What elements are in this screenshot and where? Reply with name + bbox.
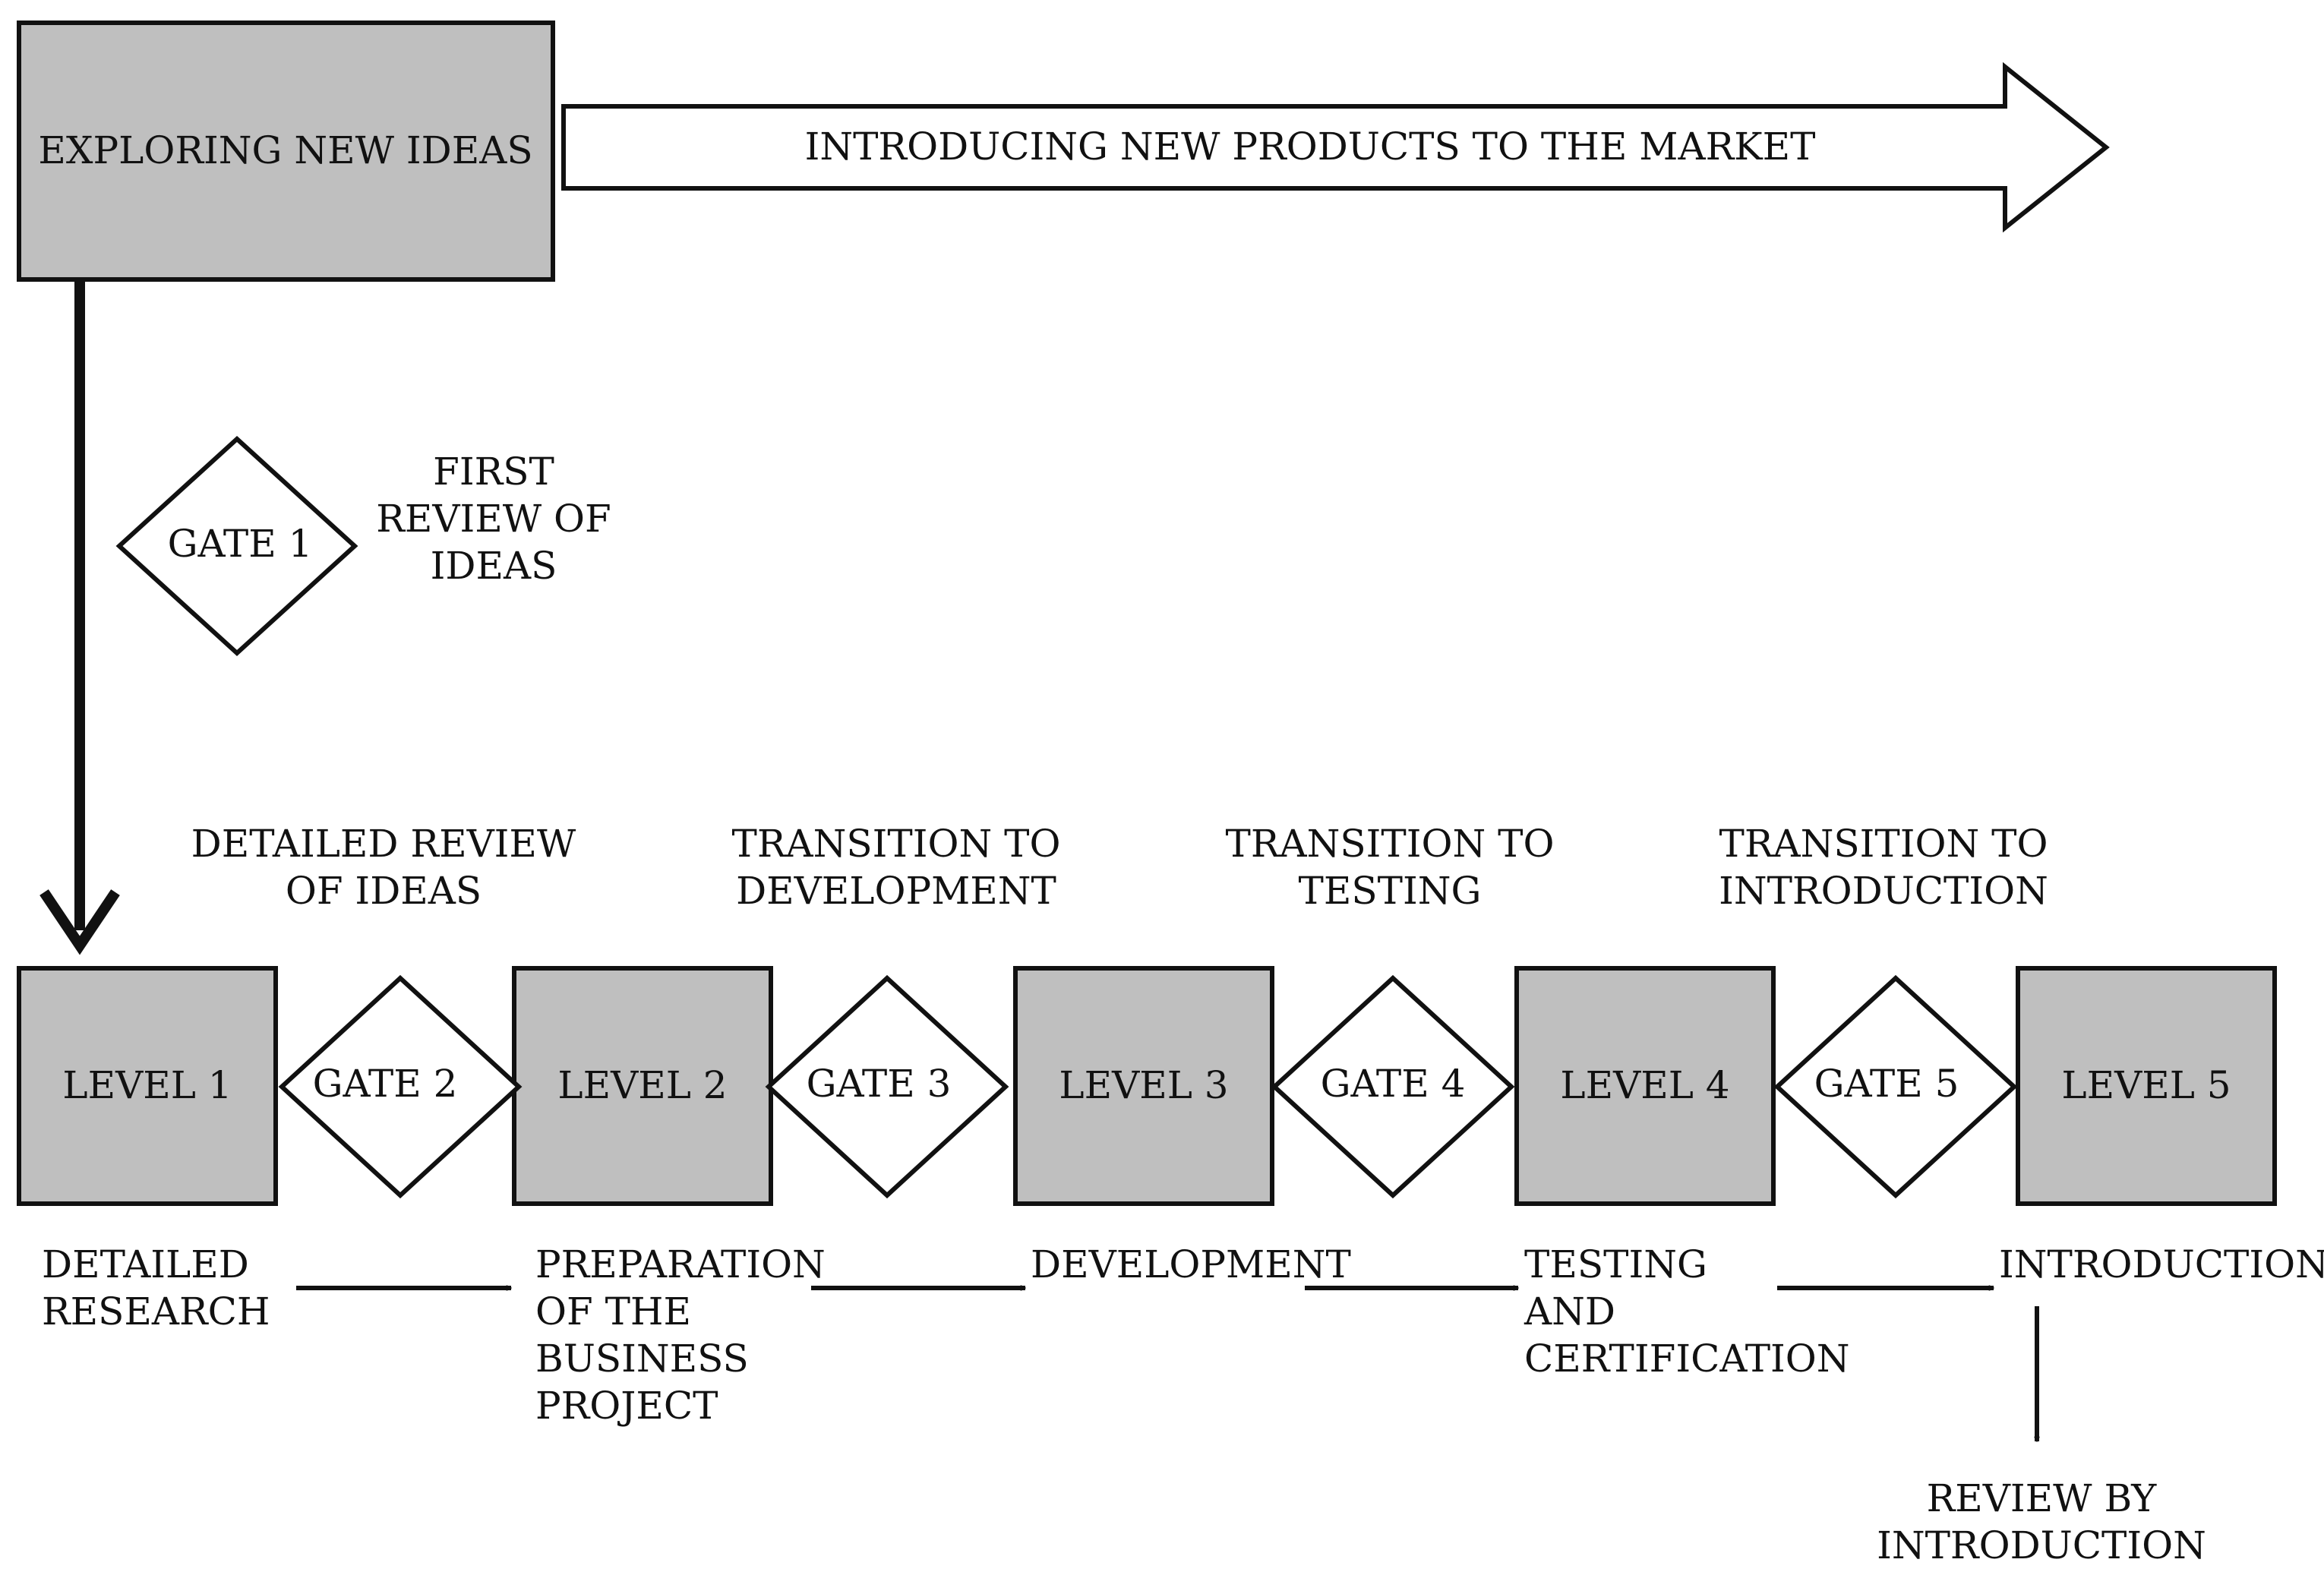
gate-3-label: GATE 3: [807, 1062, 952, 1106]
activity-5-line-1: INTRODUCTION: [1999, 1242, 2324, 1286]
gate-4-label: GATE 4: [1321, 1062, 1466, 1106]
gate-1-desc-line-1: FIRST: [433, 450, 554, 494]
gate-2-diamond: [278, 974, 523, 1199]
activity-2-line-3: BUSINESS: [535, 1337, 749, 1381]
level-5-box: [2016, 966, 2277, 1206]
gate-3-title-line-1: TRANSITION TO: [732, 822, 1061, 866]
activity-2-line-4: PROJECT: [535, 1384, 718, 1428]
gate-5-diamond: [1773, 974, 2018, 1199]
gate-1-desc-line-2: REVIEW OF: [376, 497, 611, 541]
activity-3-line-1: DEVELOPMENT: [1031, 1242, 1351, 1286]
level-5-label: LEVEL 5: [2061, 1063, 2231, 1107]
gate-1-label: GATE 1: [168, 522, 313, 566]
activity-1-line-2: RESEARCH: [42, 1289, 270, 1334]
level-4-box: [1514, 966, 1776, 1206]
market-arrow: [561, 62, 2110, 233]
activity-2-line-2: OF THE: [535, 1289, 691, 1334]
activity-4-line-1: TESTING: [1524, 1242, 1707, 1286]
activity-4-line-3: CERTIFICATION: [1524, 1337, 1850, 1381]
gate-1-diamond: [115, 435, 358, 657]
activity-4-line-2: AND: [1524, 1289, 1615, 1334]
level-3-box: [1013, 966, 1274, 1206]
explore-label: EXPLORING NEW IDEAS: [38, 128, 532, 172]
review-line-1: REVIEW BY: [1927, 1476, 2158, 1520]
gate-2-label: GATE 2: [313, 1062, 458, 1106]
level-3-label: LEVEL 3: [1059, 1063, 1228, 1107]
market-arrow-label: INTRODUCING NEW PRODUCTS TO THE MARKET: [805, 125, 1816, 169]
review-line-2: INTRODUCTION: [1877, 1523, 2206, 1567]
gate-2-title-line-2: OF IDEAS: [286, 869, 482, 913]
gate-4-title-line-2: TESTING: [1299, 869, 1482, 913]
gate-3-diamond: [765, 974, 1009, 1199]
level-2-label: LEVEL 2: [557, 1063, 727, 1107]
activity-2-line-1: PREPARATION: [535, 1242, 826, 1286]
gate-4-title-line-1: TRANSITION TO: [1226, 822, 1555, 866]
level-1-box: [17, 966, 278, 1206]
explore-box: [17, 21, 555, 282]
activity-1-line-1: DETAILED: [42, 1242, 249, 1286]
main-flow-arrowhead: [39, 889, 120, 955]
gate-2-title-line-1: DETAILED REVIEW: [191, 822, 576, 866]
gate-4-diamond: [1271, 974, 1515, 1199]
level-4-label: LEVEL 4: [1560, 1063, 1729, 1107]
level-2-box: [512, 966, 773, 1206]
gate-1-desc-line-3: IDEAS: [431, 544, 557, 588]
level-1-label: LEVEL 1: [62, 1063, 232, 1107]
gate-3-title-line-2: DEVELOPMENT: [736, 869, 1056, 913]
gate-5-label: GATE 5: [1814, 1062, 1959, 1106]
gate-5-title-line-2: INTRODUCTION: [1719, 869, 2048, 913]
gate-5-title-line-1: TRANSITION TO: [1719, 822, 2048, 866]
